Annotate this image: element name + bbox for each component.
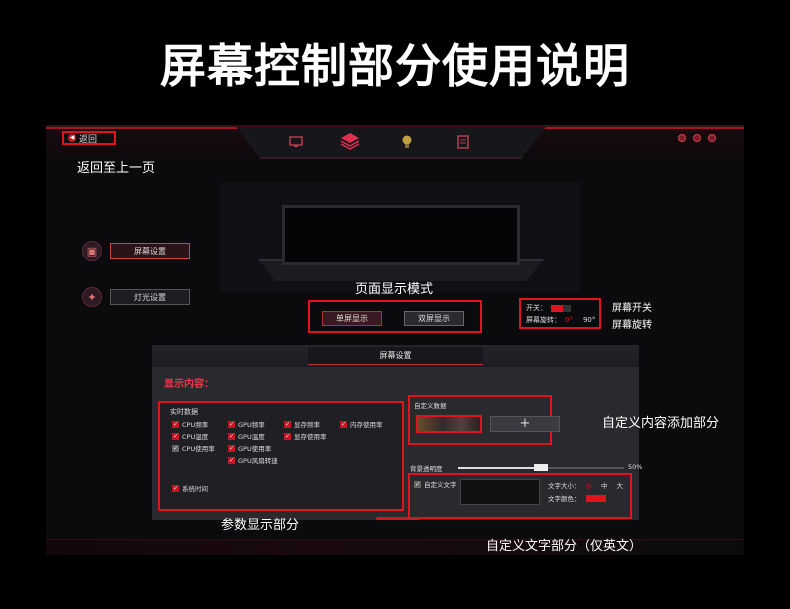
check-icon: ✓ — [284, 432, 291, 440]
add-custom-data-button[interactable]: + — [490, 416, 560, 432]
sidebar-item-screen-settings[interactable]: ▣ 屏幕设置 — [82, 241, 190, 261]
screen-settings-icon: ▣ — [82, 241, 102, 261]
checkbox-mem-usage[interactable]: ✓内存使用率 — [340, 420, 383, 429]
sidebar-item-label: 屏幕设置 — [110, 243, 190, 259]
monitor-icon[interactable] — [287, 133, 305, 151]
page-title: 屏幕控制部分使用说明 — [160, 39, 630, 93]
text-color-row: 文字颜色： — [548, 493, 606, 503]
monitor-preview-icon — [282, 205, 520, 265]
text-size-large[interactable]: 大 — [616, 482, 624, 490]
checkbox-cpu-temp[interactable]: ✓CPU温度 — [172, 432, 209, 441]
checkbox-gpu-fan[interactable]: ✓GPU风扇转速 — [228, 456, 278, 465]
text-color-swatch[interactable] — [585, 494, 606, 502]
check-icon: ✓ — [284, 420, 291, 428]
power-label: 开关： — [526, 304, 547, 312]
check-icon: ✓ — [228, 432, 235, 440]
custom-data-heading: 自定义数据 — [414, 402, 447, 410]
app-header: ◀ 返回 — [46, 127, 744, 159]
opacity-value: 50% — [628, 463, 643, 471]
back-button-label: 返回 — [79, 134, 98, 145]
custom-content-caption: 自定义内容添加部分 — [602, 416, 720, 431]
power-toggle[interactable] — [551, 304, 571, 312]
checkbox-vram-usage[interactable]: ✓显存使用率 — [284, 432, 327, 441]
custom-text-group: ✓ 自定义文字 文字大小： 小 中 大 文字颜色： — [408, 473, 632, 519]
opacity-slider-row: 背景透明度 50% — [410, 463, 643, 473]
tools-icon[interactable] — [454, 133, 472, 151]
rotate-label: 屏幕旋转： — [526, 316, 561, 324]
light-settings-icon: ✦ — [82, 287, 102, 307]
checkbox-system-time[interactable]: ✓系统时间 — [172, 484, 208, 493]
params-display-group: 实时数据 ✓CPU频率 ✓GPU频率 ✓显存频率 ✓内存使用率 ✓CPU温度 ✓… — [158, 401, 404, 511]
checkbox-custom-text[interactable]: ✓ 自定义文字 — [414, 480, 457, 489]
opacity-slider[interactable] — [458, 464, 624, 471]
check-icon: ✓ — [172, 420, 179, 428]
footer-accent — [376, 517, 420, 520]
rotate-option-90[interactable]: 90° — [582, 316, 596, 324]
footer-bar — [46, 539, 744, 555]
check-icon: ✓ — [228, 444, 235, 452]
panel-title: 屏幕设置 — [308, 347, 483, 365]
check-icon: ✓ — [228, 420, 235, 428]
dual-screen-button[interactable]: 双屏显示 — [404, 311, 464, 326]
screen-switch-group: 开关： 屏幕旋转： 0° 90° — [519, 298, 601, 329]
check-icon: ✓ — [228, 456, 235, 464]
checkbox-gpu-temp[interactable]: ✓GPU温度 — [228, 432, 265, 441]
display-mode-group: 单屏显示 双屏显示 — [308, 300, 482, 333]
sidebar-item-light-settings[interactable]: ✦ 灯光设置 — [82, 287, 190, 307]
opacity-slider-thumb[interactable] — [534, 464, 548, 471]
custom-text-input[interactable] — [460, 479, 540, 505]
custom-image-thumbnail[interactable] — [416, 415, 482, 433]
checkbox-gpu-usage[interactable]: ✓GPU使用率 — [228, 444, 272, 453]
check-icon: ✓ — [340, 420, 347, 428]
text-size-row: 文字大小： 小 中 大 — [548, 482, 624, 490]
back-button[interactable]: ◀ 返回 — [62, 131, 116, 145]
text-size-medium[interactable]: 中 — [601, 482, 608, 490]
checkbox-cpu-freq[interactable]: ✓CPU频率 — [172, 420, 209, 429]
custom-text-caption: 自定义文字部分（仅英文） — [486, 539, 643, 554]
checkbox-gpu-freq[interactable]: ✓GPU频率 — [228, 420, 265, 429]
layers-icon[interactable] — [339, 130, 361, 152]
check-icon: ✓ — [172, 432, 179, 440]
check-icon: ✓ — [172, 444, 179, 452]
text-size-small[interactable]: 小 — [585, 482, 593, 490]
opacity-fill — [458, 467, 541, 469]
screen-switch-caption: 屏幕开关 — [612, 303, 652, 314]
rotate-option-0[interactable]: 0° — [565, 316, 573, 324]
close-icon[interactable] — [708, 134, 716, 142]
header-nav-area — [236, 127, 546, 159]
checkbox-vram-freq[interactable]: ✓显存频率 — [284, 420, 320, 429]
settings-icon[interactable] — [678, 134, 686, 142]
display-content-title: 显示内容： — [164, 379, 214, 390]
realtime-heading: 实时数据 — [170, 408, 198, 416]
minimize-icon[interactable] — [693, 134, 701, 142]
bulb-icon[interactable] — [398, 133, 416, 151]
checkbox-cpu-usage[interactable]: ✓CPU使用率 — [172, 444, 215, 453]
screen-rotate-caption: 屏幕旋转 — [612, 320, 652, 331]
app-window: ◀ 返回 返回至上一页 页面显示模式 ▣ 屏幕设置 ✦ 灯光设置 单屏显示 双屏… — [46, 125, 744, 555]
opacity-label: 背景透明度 — [410, 465, 443, 473]
custom-data-group: 自定义数据 + — [408, 395, 560, 445]
back-caption: 返回至上一页 — [77, 161, 156, 176]
panel-titlebar: 屏幕设置 — [152, 345, 639, 367]
back-arrow-icon: ◀ — [68, 134, 76, 142]
display-mode-caption: 页面显示模式 — [355, 282, 434, 297]
sidebar-item-label: 灯光设置 — [110, 289, 190, 305]
check-icon: ✓ — [414, 480, 421, 488]
screen-settings-panel: 屏幕设置 显示内容： 实时数据 ✓CPU频率 ✓GPU频率 ✓显存频率 ✓内存使… — [152, 345, 643, 520]
params-caption: 参数显示部分 — [221, 518, 300, 533]
check-icon: ✓ — [172, 484, 179, 492]
single-screen-button[interactable]: 单屏显示 — [322, 311, 382, 326]
